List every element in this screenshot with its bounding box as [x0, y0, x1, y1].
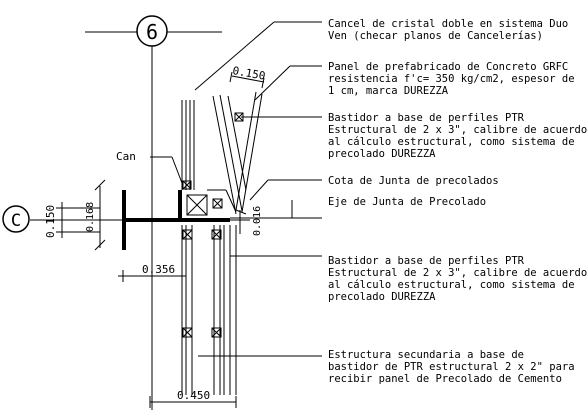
notes: Cancel de cristal doble en sistema Duo V…	[328, 18, 588, 385]
dim-0168: 0.168	[85, 202, 96, 232]
dimension-lines	[56, 71, 265, 408]
note-3-line-4: precolado DUREZZA	[328, 148, 436, 160]
note-3-line-2: Estructural de 2 x 3", calibre de acuerd…	[328, 124, 587, 136]
note-5: Eje de Junta de Precolado	[328, 196, 486, 208]
dim-0356: 0.356	[142, 263, 175, 276]
grid-bubble-6-label: 6	[146, 20, 158, 44]
dim-0016: 0.016	[252, 206, 263, 236]
grid-axis-6: 6	[85, 15, 222, 410]
can-label: Can	[116, 150, 136, 163]
note-2-line-1: Panel de prefabricado de Concreto GRFC	[328, 61, 568, 73]
wall-section	[122, 190, 230, 250]
note-6: Bastidor a base de perfiles PTR Estructu…	[328, 255, 588, 303]
note-4: Cota de Junta de precolados	[328, 175, 499, 187]
note-3-line-1: Bastidor a base de perfiles PTR	[328, 112, 525, 124]
dim-0150-top: 0.150	[231, 64, 266, 83]
note-5-line-1: Eje de Junta de Precolado	[328, 196, 486, 208]
note-2: Panel de prefabricado de Concreto GRFC r…	[328, 61, 581, 97]
note-3: Bastidor a base de perfiles PTR Estructu…	[328, 112, 588, 160]
note-3-line-3: al cálculo estructural, como sistema de	[328, 136, 575, 148]
note-6-line-1: Bastidor a base de perfiles PTR	[328, 255, 525, 267]
note-6-line-4: precolado DUREZZA	[328, 291, 436, 303]
frame-verticals	[181, 100, 237, 395]
note-6-line-2: Estructural de 2 x 3", calibre de acuerd…	[328, 267, 587, 279]
note-6-line-3: al cálculo estructural, como sistema de	[328, 279, 575, 291]
note-7: Estructura secundaria a base de bastidor…	[328, 349, 581, 385]
note-1-line-2: Ven (checar planos de Cancelerías)	[328, 30, 543, 42]
ptr-profiles	[182, 112, 244, 338]
dim-0150-left: 0.150	[44, 205, 57, 238]
note-7-line-1: Estructura secundaria a base de	[328, 349, 524, 361]
note-1-line-1: Cancel de cristal doble en sistema Duo	[328, 18, 568, 30]
note-7-line-3: recibir panel de Precolado de Cemento	[328, 373, 562, 385]
leader-lines	[150, 21, 322, 357]
note-1: Cancel de cristal doble en sistema Duo V…	[328, 18, 575, 42]
note-4-line-1: Cota de Junta de precolados	[328, 175, 499, 187]
note-2-line-2: resistencia f'c= 350 kg/cm2, espesor de	[328, 73, 575, 85]
dim-0450: 0.450	[177, 389, 210, 402]
joint-axis-line	[230, 200, 322, 219]
grid-bubble-c-label: C	[11, 211, 21, 231]
note-7-line-2: bastidor de PTR estructural 2 x 2" para	[328, 361, 575, 373]
angled-panel	[207, 91, 263, 215]
note-2-line-3: 1 cm, marca DUREZZA	[328, 85, 449, 97]
